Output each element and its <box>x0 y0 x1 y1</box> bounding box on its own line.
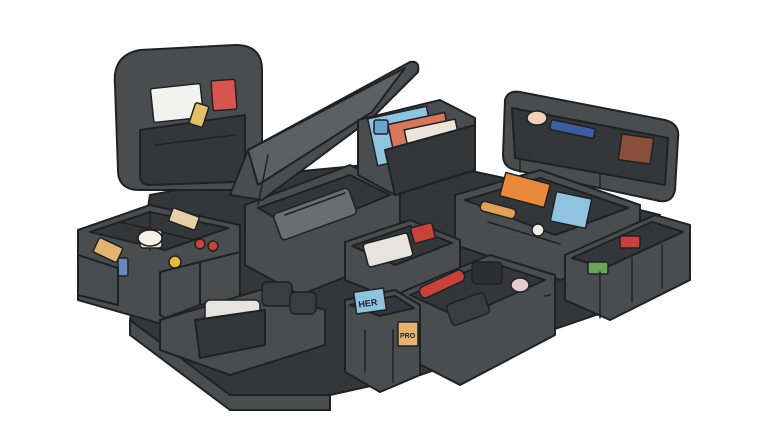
pro-card-label: PRO <box>400 333 416 340</box>
front-pouch: HER PRO <box>344 287 421 393</box>
right-pocket-row <box>564 214 691 321</box>
book-organizer <box>357 99 476 196</box>
left-lid-panel <box>113 44 263 191</box>
pocket-cards <box>149 78 238 128</box>
front-center-tray <box>401 254 556 386</box>
front-left-container <box>159 281 326 376</box>
pouch-tag-label: HER <box>358 297 379 310</box>
